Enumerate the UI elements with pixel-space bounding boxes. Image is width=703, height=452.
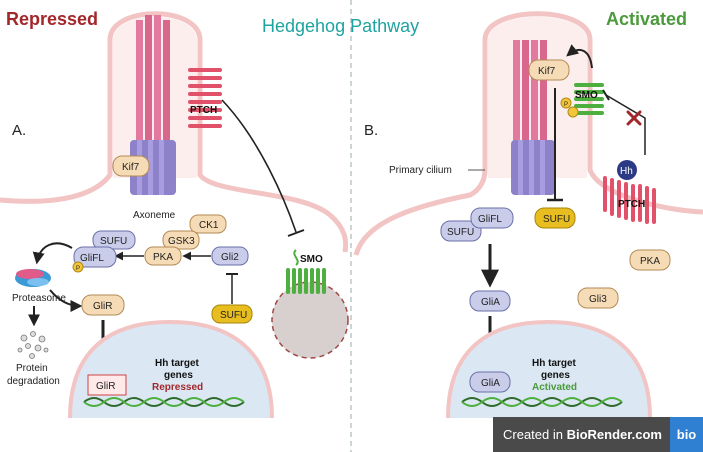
left-gli2-label: Gli2: [221, 252, 239, 263]
right-kif7-box: [528, 59, 570, 81]
right-panel: Kif7 SMO P Hh PTCH B. Primary cilium: [353, 11, 703, 419]
right-glia-nucleus-label: GliA: [481, 378, 500, 389]
left-glir-cyto-box: [81, 294, 125, 316]
left-panel: PTCH Kif7 Axoneme A. CK1 GSK3 PKA Gli2 S…: [0, 11, 349, 419]
repressed-title: Repressed: [6, 9, 98, 29]
left-ptch-label: PTCH: [190, 105, 217, 116]
left-glir-nucleus-label: GliR: [96, 381, 115, 392]
left-glir-cyto-label: GliR: [93, 301, 112, 312]
right-gene-state: Activated: [532, 382, 577, 393]
right-phospho-label: P: [564, 102, 568, 108]
right-smo-receptor: [574, 83, 604, 115]
right-hh-label: Hh: [620, 166, 633, 177]
left-hh-target-1: Hh target: [155, 358, 200, 369]
right-sufu-complex-label: SUFU: [447, 227, 474, 238]
left-dna-helix: [83, 397, 245, 407]
left-gli2-box: [211, 246, 249, 266]
left-sufu-complex-box: [92, 230, 136, 250]
right-hh-target-2: genes: [541, 370, 570, 381]
biorender-logo-icon: bio: [670, 417, 703, 452]
left-sufu-free-label: SUFU: [220, 310, 247, 321]
left-panel-label: A.: [12, 122, 26, 139]
right-glia-nucleus-box: [469, 371, 511, 393]
biorender-text: Created in BioRender.com: [493, 427, 670, 442]
right-sufu-free-label: SUFU: [543, 214, 570, 225]
left-pka-label: PKA: [153, 252, 173, 263]
right-hh-target-1: Hh target: [532, 358, 577, 369]
right-nucleus: [446, 319, 652, 419]
left-gsk3-box: [162, 230, 200, 250]
left-phospho-marker: [72, 261, 84, 273]
right-gli3-box: [577, 287, 619, 309]
right-glia-cyto-box: [469, 290, 511, 312]
right-dna-helix: [461, 397, 623, 407]
left-hh-target-2: genes: [164, 370, 193, 381]
left-glir-nucleus-box: [87, 374, 127, 396]
left-proteasome: [15, 269, 51, 287]
left-degradation-label-1: Protein: [16, 363, 48, 374]
left-glifl-label: GliFL: [80, 253, 104, 264]
left-axoneme: [136, 15, 170, 150]
left-axoneme-label: Axoneme: [133, 210, 176, 221]
left-ptch-inhibits-smo: [221, 99, 297, 233]
right-pka-label: PKA: [640, 256, 660, 267]
right-primary-cilium-label: Primary cilium: [389, 165, 452, 176]
right-basal-body: [511, 140, 555, 195]
left-arrow-glifl-to-proteasome: [32, 242, 73, 265]
right-axoneme: [513, 40, 547, 150]
right-glifl-label: GliFL: [478, 214, 502, 225]
left-proteasome-label: Proteasome: [12, 293, 66, 304]
right-hh-ligand: [617, 160, 637, 180]
left-gsk3-label: GSK3: [168, 236, 195, 247]
right-gli3-label: Gli3: [589, 294, 607, 305]
left-degradation-label-2: degradation: [7, 376, 60, 387]
right-glia-cyto-label: GliA: [481, 297, 500, 308]
right-phospho-marker-1: [560, 97, 572, 109]
right-glifl-box: [470, 207, 514, 229]
right-kif7-label: Kif7: [538, 66, 556, 77]
right-pka-box: [629, 249, 671, 271]
right-smo-label: SMO: [575, 90, 598, 101]
right-phospho-marker-2: [567, 106, 579, 118]
right-sufu-free-box: [534, 207, 576, 229]
left-kif7-box: [112, 155, 150, 177]
left-smo-label: SMO: [300, 254, 323, 265]
right-panel-label: B.: [364, 122, 378, 139]
left-phospho-label: P: [76, 266, 80, 272]
left-ck1-box: [189, 214, 227, 234]
created-in-label: Created in: [503, 427, 567, 442]
right-arrow-smo-to-kif7: [566, 44, 593, 69]
left-ck1-label: CK1: [199, 220, 219, 231]
left-protein-fragments: [17, 331, 49, 359]
left-ptch-receptor: [188, 68, 222, 128]
left-sufu-complex-label: SUFU: [100, 236, 127, 247]
left-arrow-proteasome-to-glir: [49, 289, 83, 312]
activated-title: Activated: [606, 9, 687, 29]
right-ptch-inhibition-blocked: [605, 94, 646, 155]
left-kif7-label: Kif7: [122, 162, 140, 173]
left-cell-membrane: [0, 11, 349, 253]
right-sufu-complex-box: [440, 220, 482, 242]
left-gene-state: Repressed: [152, 382, 203, 393]
left-pka-box: [144, 246, 182, 266]
left-smo-receptor: [286, 249, 326, 294]
left-smo-vesicle: [271, 281, 349, 359]
left-glifl-box: [73, 246, 117, 268]
right-block-x-icon: [626, 110, 642, 126]
biorender-watermark[interactable]: Created in BioRender.com bio: [493, 417, 703, 452]
pathway-title: Hedgehog Pathway: [262, 16, 419, 36]
biorender-brand: BioRender.com: [566, 427, 662, 442]
right-ptch-label: PTCH: [618, 199, 645, 210]
left-sufu-free-box: [211, 304, 253, 324]
right-ptch-receptor: [603, 176, 656, 224]
